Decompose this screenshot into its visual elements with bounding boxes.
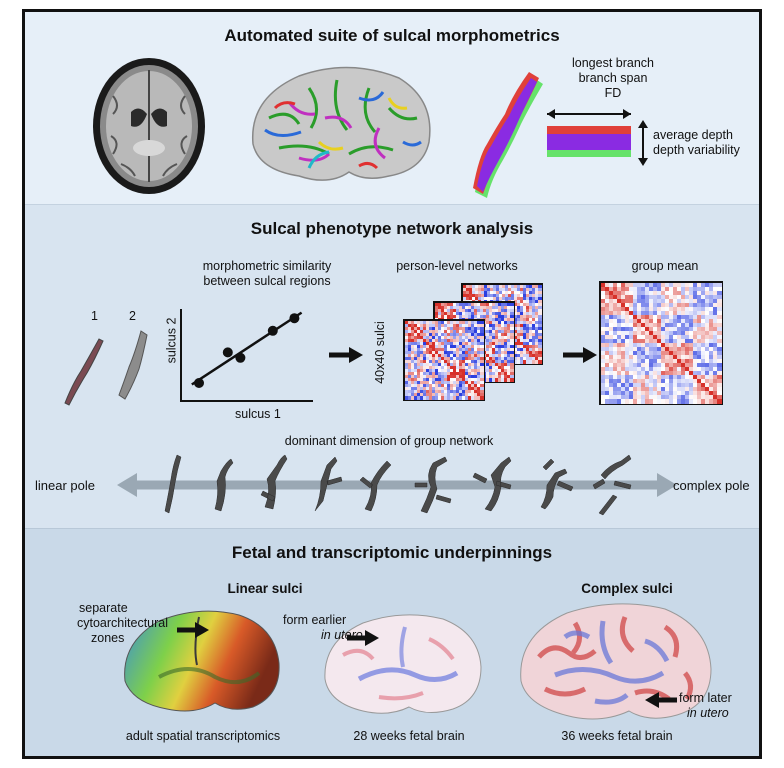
adult-transcriptomics-caption: adult spatial transcriptomics: [125, 729, 281, 743]
sulci-brain-surface-image: [251, 66, 431, 181]
arrow-icon: [563, 347, 597, 363]
complex-pole-label: complex pole: [673, 478, 750, 493]
person-level-caption: person-level networks: [396, 259, 518, 273]
panel3-title: Fetal and transcriptomic underpinnings: [231, 543, 553, 562]
similarity-caption-line1: morphometric similarity: [202, 259, 332, 273]
panel-fetal-transcriptomic: Fetal and transcriptomic underpinnings L…: [25, 528, 759, 756]
linear-pole-label: linear pole: [35, 478, 95, 493]
scatter-point: [222, 347, 233, 358]
sulcus-pair-image: [64, 330, 148, 406]
arrow-icon: [329, 347, 363, 363]
mri-slice-image: [93, 58, 205, 194]
scatter-point: [267, 325, 278, 336]
group-mean-matrix: [599, 281, 723, 405]
measure-depth-variability: depth variability: [653, 143, 740, 157]
linear-sulci-title: Linear sulci: [227, 581, 303, 596]
person-network-matrix-1: [403, 319, 485, 401]
fetal-36-weeks-brain-image: [520, 603, 712, 720]
scatter-axes: [180, 309, 313, 402]
sulcus-label-1: 1: [91, 309, 98, 323]
scatter-fit-line: [191, 311, 303, 386]
scatter-point: [289, 313, 300, 324]
arrow-icon: [645, 692, 677, 708]
scatter-y-axis-label: sulcus 2: [164, 317, 179, 364]
form-earlier-label: form earlier: [283, 613, 347, 627]
measure-branch-span: branch span: [578, 71, 648, 85]
depth-schematic: [547, 109, 648, 166]
sulcus-label-2: 2: [129, 309, 136, 323]
panel-morphometrics: Automated suite of sulcal morphometrics: [25, 12, 759, 204]
arrow-icon: [347, 630, 379, 646]
dominant-dimension-caption: dominant dimension of group network: [284, 434, 494, 448]
person-level-side-label: 40x40 sulci: [372, 321, 387, 384]
fetal-36-caption: 36 weeks fetal brain: [561, 729, 673, 743]
similarity-caption-line2: between sulcal regions: [203, 274, 331, 288]
form-later-label: form later: [679, 691, 732, 705]
adult-transcriptomics-brain-image: [124, 610, 280, 712]
measure-average-depth: average depth: [653, 128, 733, 142]
group-mean-caption: group mean: [631, 259, 699, 273]
complex-sulci-title: Complex sulci: [581, 581, 673, 596]
similarity-scatter-chart: [180, 309, 313, 402]
graphical-abstract-frame: Automated suite of sulcal morphometrics: [22, 9, 762, 759]
scatter-x-axis-label: sulcus 1: [235, 407, 281, 421]
separate-label-line3: zones: [91, 631, 125, 645]
scatter-point: [235, 352, 246, 363]
measure-fd: FD: [604, 86, 622, 100]
panel-network-analysis: Sulcal phenotype network analysis 1 2 mo…: [25, 204, 759, 529]
in-utero-label-2: in utero: [687, 706, 729, 720]
fetal-28-caption: 28 weeks fetal brain: [353, 729, 465, 743]
separate-label-line2: cytoarchitectural: [77, 616, 169, 630]
sulcus-ribbon-image: [473, 72, 543, 198]
panel2-title: Sulcal phenotype network analysis: [250, 219, 534, 238]
separate-label-line1: separate: [79, 601, 128, 615]
dominant-dimension-axis: [117, 454, 677, 516]
arrow-icon: [177, 622, 209, 638]
measure-longest-branch: longest branch: [571, 56, 654, 70]
panel1-title: Automated suite of sulcal morphometrics: [224, 26, 560, 45]
scatter-point: [194, 378, 204, 388]
